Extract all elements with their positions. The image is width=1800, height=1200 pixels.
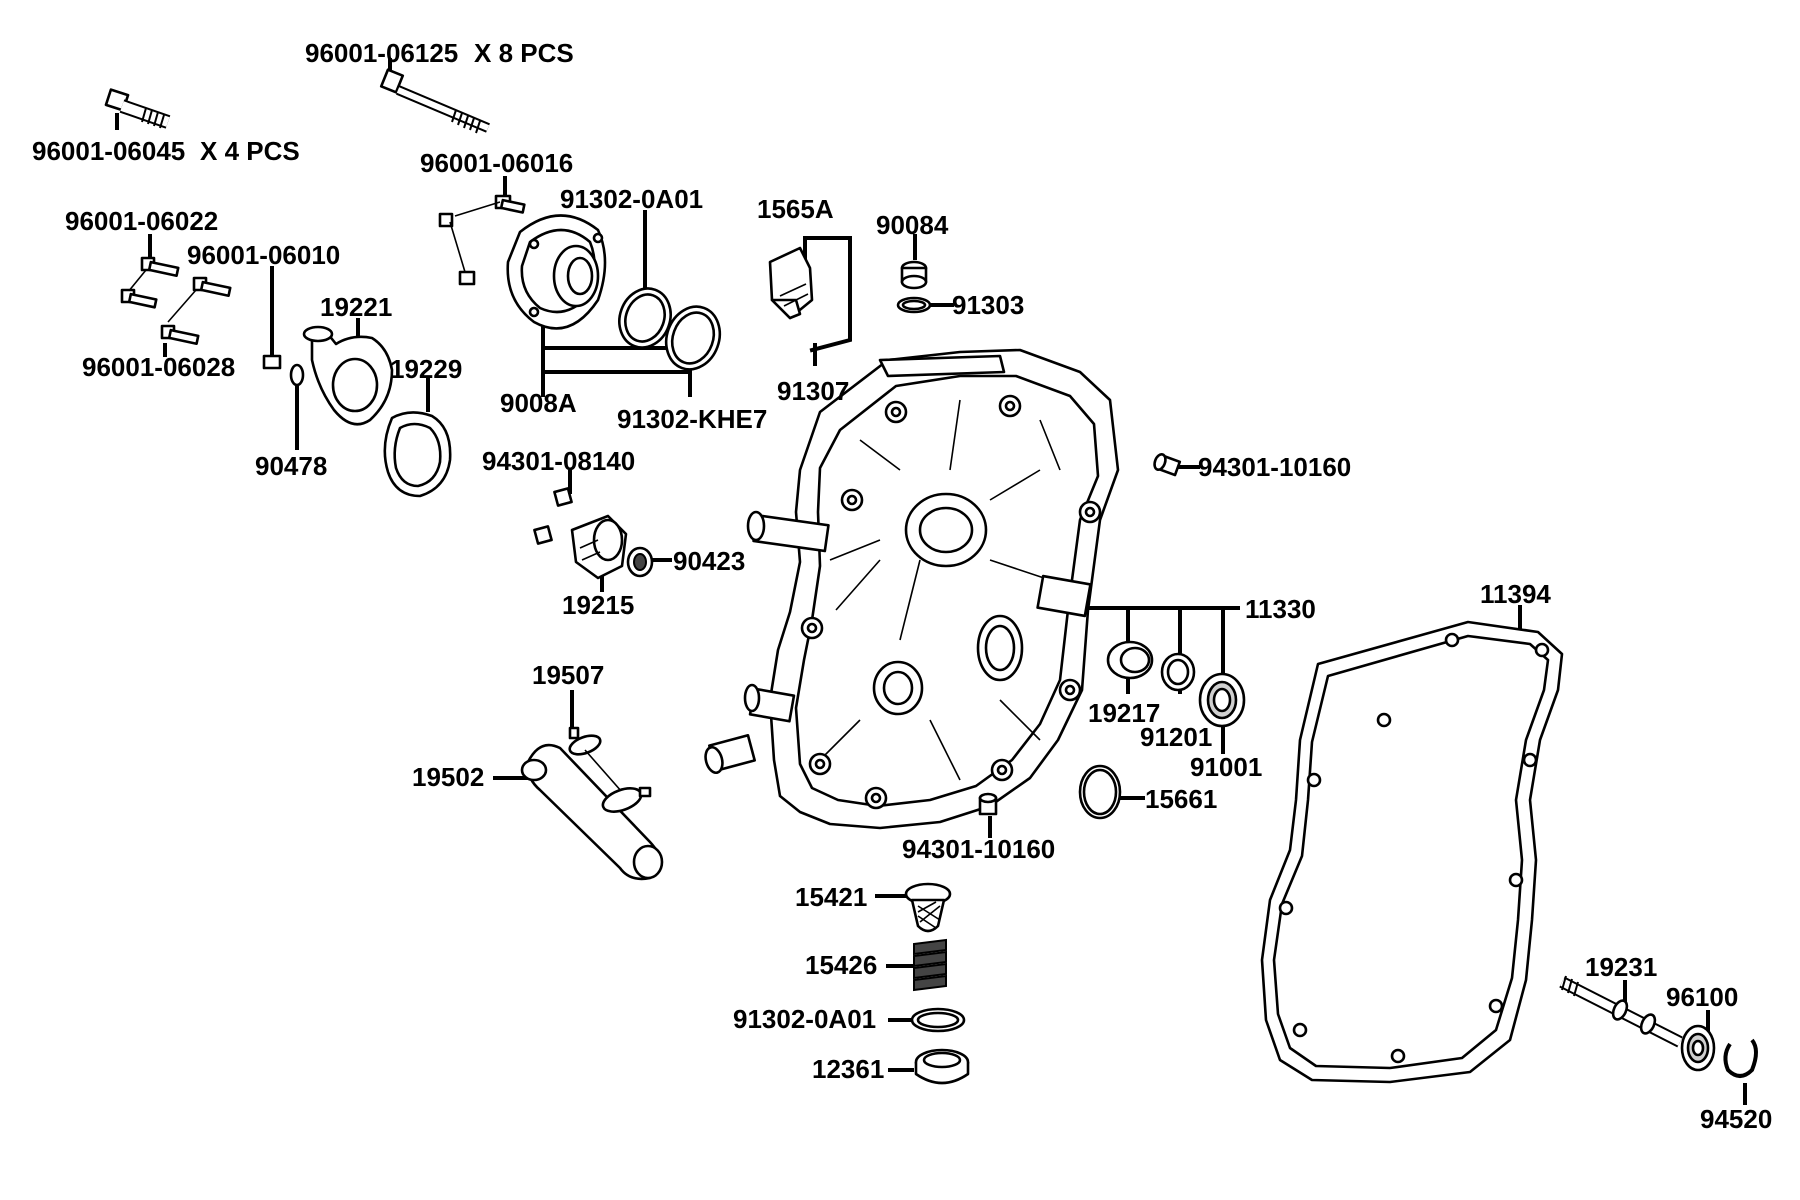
label-96001-06016: 96001-06016 <box>420 148 573 178</box>
label-90423: 90423 <box>673 546 745 576</box>
label-9008A: 9008A <box>500 388 577 418</box>
shaft-19231 <box>1559 975 1683 1048</box>
o-ring-91302-0A01-top <box>618 287 672 349</box>
dowel-94301-10160-bottom <box>978 792 998 816</box>
label-19507: 19507 <box>532 660 604 690</box>
label-96001-06125-qty: X 8 PCS <box>474 38 574 68</box>
label-96001-06045: 96001-06045 <box>32 136 185 166</box>
thermostat-cover-9008A <box>506 214 607 330</box>
o-ring-91302-KHE7 <box>664 305 722 371</box>
gasket-11394 <box>1260 620 1564 1084</box>
label-94301-10160-right: 94301-10160 <box>1198 452 1351 482</box>
drain-plug-12361 <box>914 1048 970 1085</box>
bolt-96001-06010 <box>262 354 282 370</box>
label-15421: 15421 <box>795 882 867 912</box>
label-91302-0A01-top: 91302-0A01 <box>560 184 703 214</box>
label-91307: 91307 <box>777 376 849 406</box>
label-19221: 19221 <box>320 292 392 322</box>
bearing-96100 <box>1680 1024 1716 1072</box>
label-12361: 12361 <box>812 1054 884 1084</box>
label-90478: 90478 <box>255 451 327 481</box>
label-19231: 19231 <box>1585 952 1657 982</box>
label-96001-06125: 96001-06125 <box>305 38 458 68</box>
oil-seal-91201 <box>1160 652 1196 692</box>
label-91302-0A01-bottom: 91302-0A01 <box>733 1004 876 1034</box>
label-15426: 15426 <box>805 950 877 980</box>
o-ring-91303 <box>896 296 932 314</box>
o-ring-15661 <box>1078 764 1122 820</box>
label-96001-06045-qty: X 4 PCS <box>200 136 300 166</box>
spring-15426 <box>913 938 947 992</box>
dowel-94301-10160-right <box>1153 452 1182 477</box>
label-19502: 19502 <box>412 762 484 792</box>
o-ring-91302-0A01-bottom <box>910 1007 966 1033</box>
label-19229: 19229 <box>390 354 462 384</box>
circlip-94520 <box>1723 1038 1758 1078</box>
label-11394: 11394 <box>1480 579 1551 609</box>
label-1565A: 1565A <box>757 194 834 224</box>
label-96001-06010: 96001-06010 <box>187 240 340 270</box>
label-11330: 11330 <box>1245 594 1316 624</box>
pump-body-19215 <box>570 514 628 580</box>
sensor-1565A <box>768 246 814 320</box>
pin-94301-08140 <box>533 487 573 545</box>
label-94301-10160-bottom: 94301-10160 <box>902 834 1055 864</box>
label-19215: 19215 <box>562 590 634 620</box>
label-96001-06022: 96001-06022 <box>65 206 218 236</box>
washer-90478 <box>289 363 305 387</box>
label-90084: 90084 <box>876 210 949 240</box>
label-94520: 94520 <box>1700 1104 1772 1134</box>
bearing-91001 <box>1198 672 1246 728</box>
label-91303: 91303 <box>952 290 1024 320</box>
label-96001-06028: 96001-06028 <box>82 352 235 382</box>
oil-seal-90423 <box>626 546 654 578</box>
label-94301-08140: 94301-08140 <box>482 446 635 476</box>
hose-19502 <box>520 743 664 881</box>
label-19217: 19217 <box>1088 698 1160 728</box>
label-91001: 91001 <box>1190 752 1262 782</box>
bolt-96001-06045 <box>104 88 171 129</box>
pump-cover-19221 <box>302 325 394 426</box>
label-91201: 91201 <box>1140 722 1212 752</box>
bolts-96001-06022-06028 <box>120 256 232 346</box>
crankcase-cover-main <box>743 348 1120 830</box>
label-96100: 96100 <box>1666 982 1738 1012</box>
hose-clamp-19507 <box>568 726 652 813</box>
part-labels: 96001-06125 X 8 PCS 96001-06045 X 4 PCS … <box>32 38 1772 1134</box>
bolt-96001-06016 <box>438 194 526 286</box>
label-91302-KHE7: 91302-KHE7 <box>617 404 767 434</box>
dowel-left <box>704 733 756 775</box>
bolt-96001-06125 <box>379 68 490 134</box>
collar-19217 <box>1106 640 1154 680</box>
label-15661: 15661 <box>1145 784 1217 814</box>
gasket-19229 <box>383 411 452 498</box>
plug-90084 <box>900 260 928 290</box>
strainer-15421 <box>904 882 952 933</box>
